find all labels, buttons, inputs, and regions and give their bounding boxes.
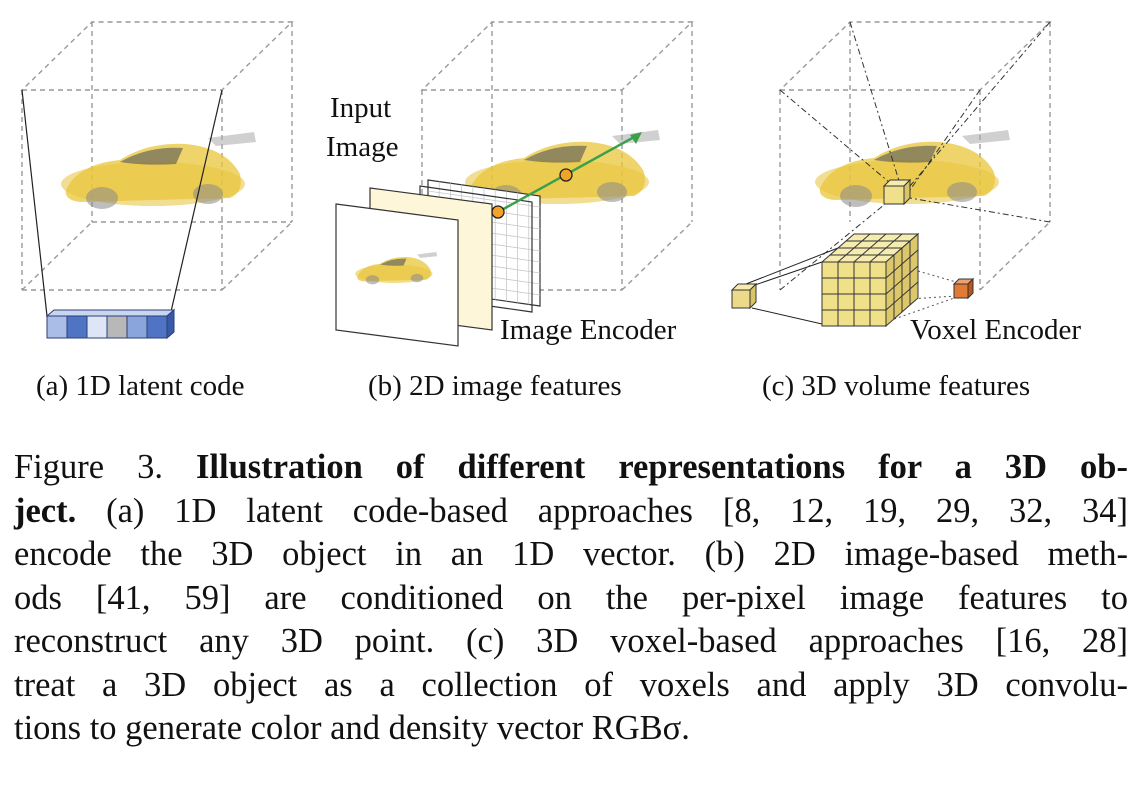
car-image-a	[61, 132, 256, 209]
caption-text: (a) 1D latent code-based approaches [8, …	[76, 491, 1128, 530]
figure: Input Image Image Encoder Voxel Encoder …	[20, 21, 1081, 402]
figure-caption: Figure 3. Illustration of different repr…	[14, 446, 1128, 751]
caption-text: treat a 3D object as a collection of vox…	[14, 665, 1128, 704]
voxel-encoder-grid	[820, 232, 920, 328]
caption-text: Figure 3.	[14, 448, 196, 486]
input-voxel	[730, 282, 758, 310]
caption-bold-text: ject.	[14, 491, 77, 530]
caption-line: tions to generate color and density vect…	[14, 707, 1128, 751]
caption-line: ject. (a) 1D latent code-based approache…	[14, 490, 1128, 534]
feature-planes	[335, 179, 541, 347]
output-voxel	[952, 277, 975, 300]
car-image-c	[815, 130, 1010, 207]
sublabel-a: (a) 1D latent code	[36, 370, 245, 402]
input-image-label-line2: Image	[326, 131, 399, 163]
latent-cell	[46, 315, 68, 339]
caption-line: reconstruct any 3D point. (c) 3D voxel-b…	[14, 620, 1128, 664]
latent-cell	[126, 315, 148, 339]
latent-cell	[146, 315, 168, 339]
latent-cell	[106, 315, 128, 339]
caption-text: tions to generate color and density vect…	[14, 709, 690, 747]
caption-text: ods [41, 59] are conditioned on the per-…	[14, 578, 1128, 617]
voxel-encoder-label: Voxel Encoder	[910, 314, 1081, 346]
latent-code-vector	[45, 308, 176, 340]
query-point	[559, 168, 573, 182]
image-encoder-label: Image Encoder	[500, 314, 677, 346]
latent-cell	[86, 315, 108, 339]
caption-line: Figure 3. Illustration of different repr…	[14, 446, 1128, 490]
panel-a-illustration	[20, 21, 294, 340]
query-voxel	[882, 178, 912, 206]
sublabel-b: (b) 2D image features	[368, 370, 622, 402]
caption-line: ods [41, 59] are conditioned on the per-…	[14, 577, 1128, 621]
panel-b-illustration	[335, 21, 694, 347]
input-image-label-line1: Input	[330, 92, 392, 124]
caption-text: encode the 3D object in an 1D vector. (b…	[14, 535, 1128, 573]
sublabel-c: (c) 3D volume features	[762, 370, 1031, 402]
caption-bold-text: Illustration of different representation…	[196, 448, 1128, 486]
caption-text: reconstruct any 3D point. (c) 3D voxel-b…	[14, 622, 1128, 660]
caption-line: encode the 3D object in an 1D vector. (b…	[14, 533, 1128, 577]
sample-point	[491, 205, 505, 219]
latent-cell	[66, 315, 88, 339]
panel-c-illustration	[730, 21, 1052, 328]
figure-illustration	[20, 21, 1052, 347]
caption-line: treat a 3D object as a collection of vox…	[14, 664, 1128, 708]
